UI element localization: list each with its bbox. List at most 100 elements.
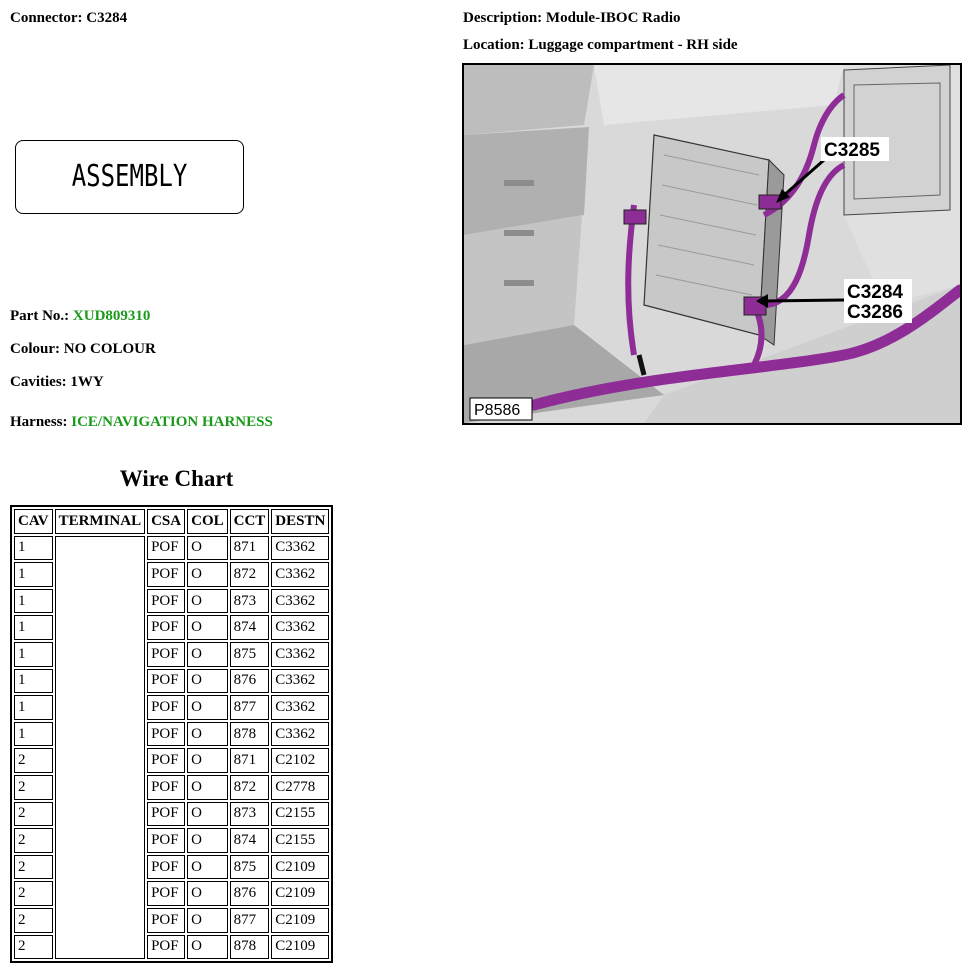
cell-cav: 1 [14, 562, 53, 587]
cavities-line: Cavities: 1WY [10, 374, 104, 391]
cell-destn: C3362 [271, 588, 330, 614]
cell-cav: 2 [14, 828, 53, 853]
cell-csa: POF [147, 535, 186, 561]
cell-csa: POF [147, 695, 186, 720]
cell-col: O [187, 721, 228, 747]
col-csa: CSA [147, 509, 186, 534]
cell-col: O [187, 881, 228, 906]
cell-col: O [187, 535, 228, 561]
cell-csa: POF [147, 801, 186, 827]
cell-col: O [187, 588, 228, 614]
cell-csa: POF [147, 562, 186, 587]
part-no-line: Part No.: XUD809310 [10, 308, 150, 325]
cell-cct: 875 [229, 854, 270, 880]
description-value: Module-IBOC Radio [545, 10, 681, 26]
cell-csa: POF [147, 721, 186, 747]
cell-cav: 1 [14, 668, 53, 694]
harness-value[interactable]: ICE/NAVIGATION HARNESS [71, 414, 273, 430]
cell-col: O [187, 562, 228, 587]
cell-col: O [187, 641, 228, 667]
cell-csa: POF [147, 934, 186, 960]
cell-destn: C3362 [271, 641, 330, 667]
cell-cct: 876 [229, 881, 270, 906]
cell-cct: 874 [229, 828, 270, 853]
cell-col: O [187, 854, 228, 880]
cell-cav: 1 [14, 641, 53, 667]
part-no-label: Part No.: [10, 308, 70, 324]
cell-csa: POF [147, 881, 186, 906]
cell-destn: C2109 [271, 854, 330, 880]
cell-csa: POF [147, 588, 186, 614]
cell-csa: POF [147, 828, 186, 853]
callout-c3285: C3285 [824, 140, 880, 161]
cell-col: O [187, 748, 228, 773]
harness-label: Harness: [10, 414, 68, 430]
wire-chart-title: Wire Chart [119, 466, 234, 491]
col-terminal: TERMINAL [54, 509, 146, 534]
description-line: Description: Module-IBOC Radio [463, 10, 681, 27]
cavities-label: Cavities: [10, 374, 67, 390]
cell-cct: 873 [229, 588, 270, 614]
cell-destn: C3362 [271, 615, 330, 640]
cell-col: O [187, 668, 228, 694]
col-destn: DESTN [271, 509, 330, 534]
connector-label: Connector: [10, 10, 83, 26]
cell-cav: 2 [14, 801, 53, 827]
callout-c3284: C3284 [847, 282, 903, 303]
col-cct: CCT [229, 509, 270, 534]
cell-destn: C3362 [271, 695, 330, 720]
location-illustration: C3285 C3284 C3286 P8586 [462, 63, 962, 425]
wire-chart-header-row: CAV TERMINAL CSA COL CCT DESTN [14, 509, 330, 534]
cell-cct: 871 [229, 535, 270, 561]
cell-col: O [187, 774, 228, 800]
cavities-value: 1WY [70, 374, 104, 390]
col-col: COL [187, 509, 228, 534]
cell-cct: 872 [229, 562, 270, 587]
cell-cav: 1 [14, 588, 53, 614]
cell-csa: POF [147, 774, 186, 800]
cell-destn: C3362 [271, 721, 330, 747]
colour-label: Colour: [10, 341, 60, 357]
cell-cav: 1 [14, 535, 53, 561]
cell-cct: 877 [229, 695, 270, 720]
cell-cct: 876 [229, 668, 270, 694]
cell-csa: POF [147, 668, 186, 694]
description-label: Description: [463, 10, 543, 26]
part-no-value[interactable]: XUD809310 [72, 308, 151, 324]
picture-code: P8586 [474, 402, 520, 419]
col-cav: CAV [14, 509, 53, 534]
cell-cav: 1 [14, 721, 53, 747]
cell-cav: 1 [14, 615, 53, 640]
cell-csa: POF [147, 615, 186, 640]
cell-col: O [187, 907, 228, 933]
cell-destn: C2778 [271, 774, 330, 800]
cell-csa: POF [147, 641, 186, 667]
cell-destn: C2109 [271, 907, 330, 933]
cell-cct: 878 [229, 934, 270, 960]
cell-cav: 2 [14, 907, 53, 933]
cell-cav: 2 [14, 774, 53, 800]
cell-cct: 874 [229, 615, 270, 640]
cell-cct: 871 [229, 748, 270, 773]
harness-line: Harness: ICE/NAVIGATION HARNESS [10, 414, 273, 431]
cell-destn: C3362 [271, 562, 330, 587]
cell-col: O [187, 934, 228, 960]
cell-cav: 2 [14, 854, 53, 880]
cell-destn: C2109 [271, 881, 330, 906]
connector-value: C3284 [86, 10, 128, 26]
